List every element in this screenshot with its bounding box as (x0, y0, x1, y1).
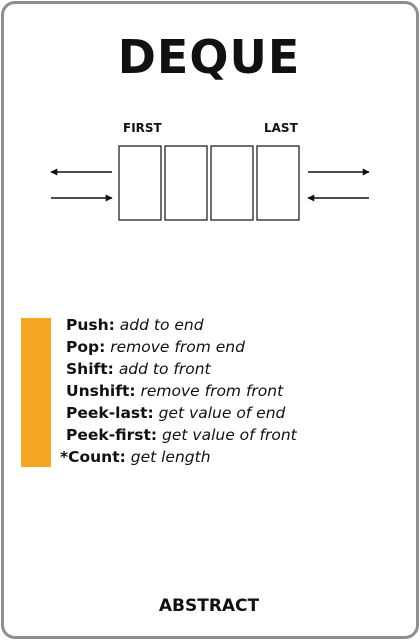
operation-unshift: Unshift: remove from front (60, 380, 410, 402)
operation-pop: Pop: remove from end (60, 336, 410, 358)
operation-peek-first: Peek-first: get value of front (60, 424, 410, 446)
operation-name: Push: (66, 316, 115, 334)
operation-desc: get value of end (158, 404, 286, 422)
operation-name: *Count: (60, 448, 126, 466)
operation-name: Pop: (66, 338, 106, 356)
last-label: LAST (264, 121, 299, 135)
operation-desc: remove from front (140, 382, 284, 400)
operation-desc: get value of front (162, 426, 297, 444)
deque-slot-3 (210, 145, 254, 221)
operation-desc: add to front (118, 360, 211, 378)
operation-name: Unshift: (66, 382, 136, 400)
operation-peek-last: Peek-last: get value of end (60, 402, 410, 424)
card-title: DEQUE (117, 30, 301, 84)
first-label: FIRST (123, 121, 163, 135)
operations-list: Push: add to end Pop: remove from end Sh… (60, 314, 410, 468)
operation-desc: get length (130, 448, 211, 466)
card-footer: ABSTRACT (158, 596, 260, 616)
operation-name: Peek-first: (66, 426, 158, 444)
operation-name: Shift: (66, 360, 114, 378)
operation-shift: Shift: add to front (60, 358, 410, 380)
operation-push: Push: add to end (60, 314, 410, 336)
deque-slot-2 (164, 145, 208, 221)
deque-slot-4 (256, 145, 300, 221)
operation-desc: remove from end (110, 338, 245, 356)
operation-desc: add to end (119, 316, 204, 334)
legend-accent-bar (21, 318, 51, 467)
deque-slot-1 (118, 145, 162, 221)
operation-count: *Count: get length (60, 446, 410, 468)
operation-name: Peek-last: (66, 404, 154, 422)
